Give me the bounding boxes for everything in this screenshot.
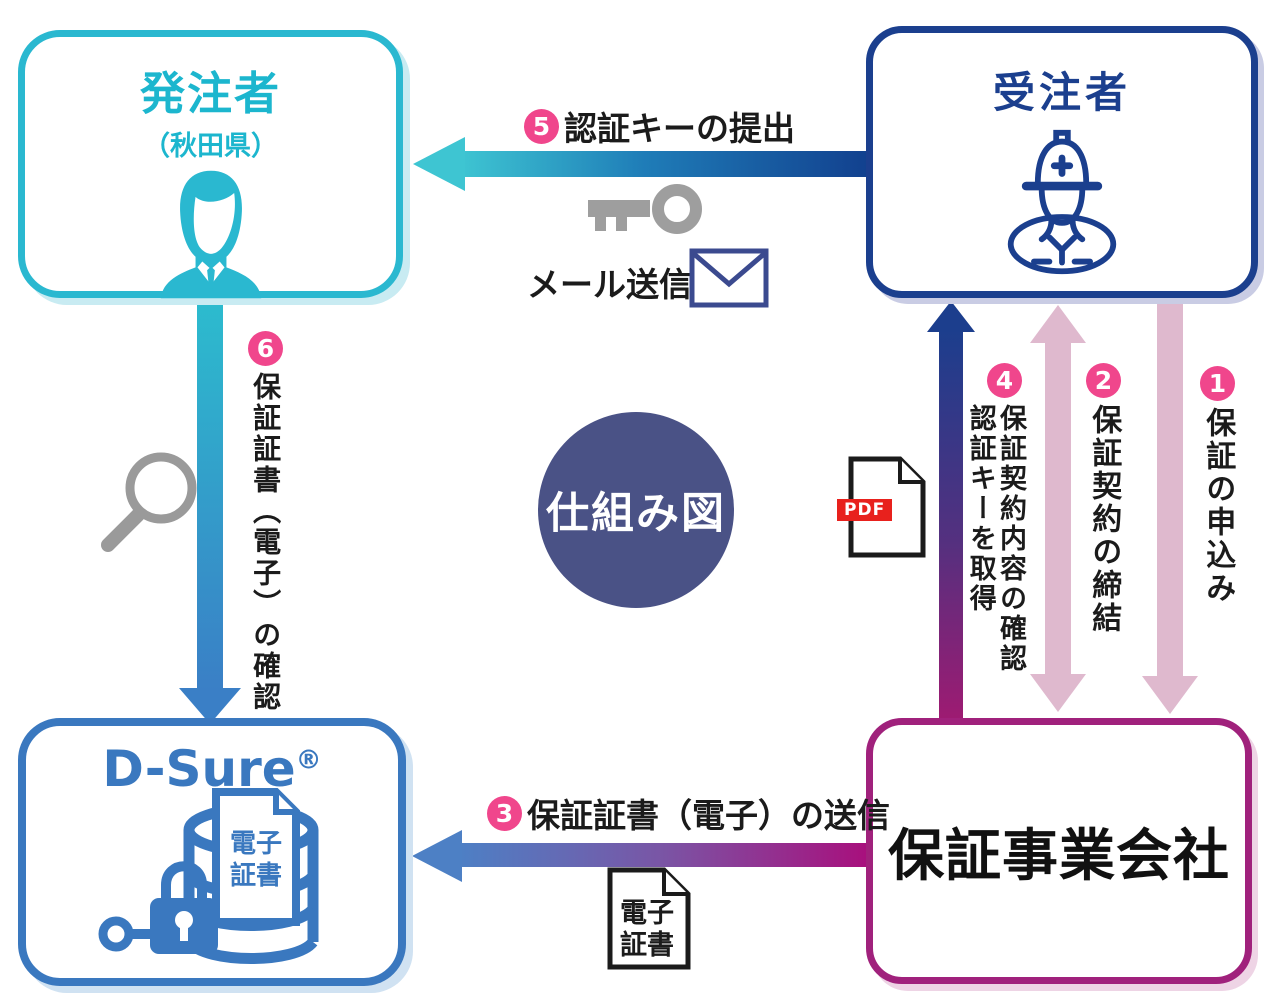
arrow-step4-head bbox=[927, 301, 975, 332]
contractor-title: 受注者 bbox=[992, 68, 1131, 117]
orderer-subtitle: （秋田県） bbox=[143, 131, 278, 162]
step6-label-group: 6 保証証書（電子）の確認 bbox=[248, 331, 283, 713]
pdf-document-icon: PDF bbox=[837, 456, 926, 558]
padlock-shackle bbox=[161, 861, 207, 902]
diagram-title: 仕組み図 bbox=[546, 489, 726, 539]
step4-label-line2: 認証キーを取得 bbox=[964, 404, 996, 614]
mail-label: メール送信 bbox=[527, 265, 692, 304]
arrow-step3-shaft bbox=[458, 843, 866, 867]
arrow-step4-shaft bbox=[939, 330, 963, 718]
envelope-icon bbox=[689, 248, 769, 308]
box-dsure: D-Sure® 電子 証書 bbox=[18, 718, 406, 986]
arrow-step1-shaft bbox=[1157, 298, 1183, 678]
arrow-step3-head bbox=[412, 830, 462, 882]
edoc-line1: 電子 bbox=[620, 898, 674, 929]
step4-label-line1: 保証契約内容の確認 bbox=[995, 404, 1026, 674]
step5-label: 認証キーの提出 bbox=[564, 109, 795, 148]
step4-badge: 4 bbox=[987, 363, 1022, 398]
step6-label: 保証証書（電子）の確認 bbox=[249, 372, 283, 713]
guarantor-title: 保証事業会社 bbox=[888, 823, 1230, 889]
blue-key-icon bbox=[98, 916, 173, 952]
database-certificate-lock-key-icon: 電子 証書 bbox=[98, 788, 319, 964]
step5-label-group: 5 認証キーの提出 bbox=[524, 102, 795, 150]
construction-worker-icon bbox=[1007, 129, 1117, 275]
step6-badge: 6 bbox=[248, 331, 283, 366]
arrow-step2-head-down bbox=[1030, 674, 1086, 712]
step4-label: 保証契約内容の確認認証キーを取得 bbox=[964, 404, 1026, 674]
arrow-step6-shaft bbox=[197, 298, 223, 690]
electronic-certificate-document-icon: 電子 証書 bbox=[607, 867, 691, 970]
step1-label-group: 1 保証の申込み bbox=[1200, 366, 1235, 605]
step1-badge: 1 bbox=[1200, 366, 1235, 401]
dsure-doc-line2: 証書 bbox=[230, 860, 282, 891]
person-icon bbox=[160, 170, 261, 299]
box-contractor: 受注者 bbox=[866, 26, 1258, 298]
step4-label-group: 4 保証契約内容の確認認証キーを取得 bbox=[958, 363, 1028, 674]
pdf-badge: PDF bbox=[837, 499, 893, 521]
arrow-step5-shaft bbox=[460, 151, 866, 177]
dsure-registered-mark: ® bbox=[295, 745, 322, 776]
dsure-doc-line1: 電子 bbox=[230, 829, 282, 859]
orderer-title: 発注者 bbox=[139, 67, 281, 120]
step3-label-group: 3 保証証書（電子）の送信 bbox=[487, 789, 890, 837]
box-guarantor: 保証事業会社 bbox=[866, 718, 1252, 984]
step2-label: 保証契約の締結 bbox=[1086, 404, 1122, 635]
arrow-step1-head bbox=[1142, 676, 1198, 714]
step2-badge: 2 bbox=[1086, 363, 1121, 398]
box-orderer: 発注者 （秋田県） bbox=[18, 30, 403, 299]
arrow-step2-head-up bbox=[1030, 305, 1086, 343]
key-icon bbox=[588, 184, 702, 234]
step3-badge: 3 bbox=[487, 795, 522, 831]
step2-label-group: 2 保証契約の締結 bbox=[1086, 363, 1121, 635]
arrow-step2-shaft bbox=[1045, 340, 1071, 676]
magnifier-icon bbox=[101, 452, 197, 552]
arrow-step5-head bbox=[413, 137, 465, 191]
step5-badge: 5 bbox=[524, 108, 559, 144]
step1-label: 保証の申込み bbox=[1200, 407, 1236, 605]
step3-label: 保証証書（電子）の送信 bbox=[527, 796, 890, 835]
diagram-title-circle: 仕組み図 bbox=[538, 412, 734, 608]
edoc-line2: 証書 bbox=[620, 929, 674, 961]
